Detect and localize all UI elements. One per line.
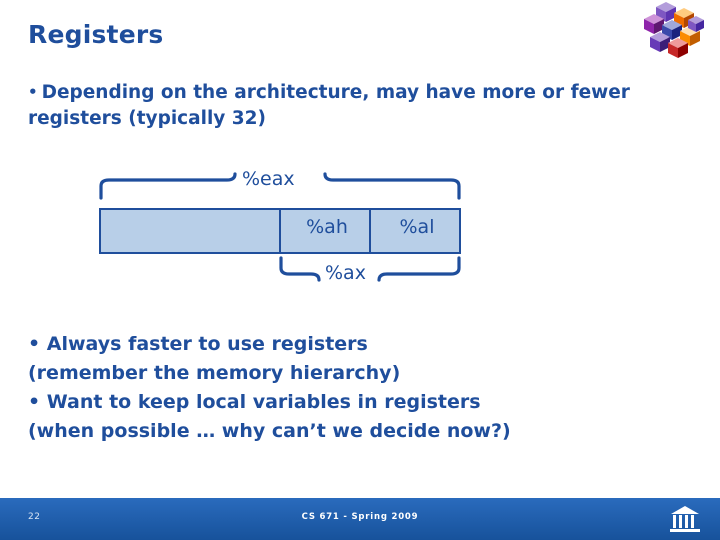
- footer-bar: 22 CS 671 - Spring 2009: [0, 498, 720, 540]
- label-al: %al: [399, 216, 435, 238]
- bullet-marker-icon: •: [28, 83, 38, 101]
- label-ax: %ax: [325, 262, 366, 284]
- bullet-line-1: • Always faster to use registers: [28, 333, 368, 355]
- university-logo-icon: [668, 503, 702, 535]
- label-ah: %ah: [306, 216, 348, 238]
- footer-page-number: 22: [28, 512, 41, 522]
- bullet-architecture-text: Depending on the architecture, may have …: [28, 82, 630, 130]
- bullet-line-3: • Want to keep local variables in regist…: [28, 390, 481, 413]
- footer-course-text: CS 671 - Spring 2009: [301, 512, 419, 522]
- bullet-line-4: (when possible … why can’t we decide now…: [28, 419, 511, 442]
- register-divider-low: [369, 208, 371, 254]
- bullets-lower: • Always faster to use registers (rememb…: [28, 330, 678, 446]
- label-eax: %eax: [242, 168, 295, 190]
- register-diagram: %eax %ah %al %ax: [97, 168, 465, 290]
- diagram-braces-icon: [99, 172, 461, 282]
- register-divider-mid: [279, 208, 281, 254]
- bullet-line-2: (remember the memory hierarchy): [28, 361, 401, 384]
- cube-logo-icon: [628, 0, 720, 68]
- bullet-architecture: •Depending on the architecture, may have…: [28, 80, 648, 133]
- page-title: Registers: [28, 20, 164, 49]
